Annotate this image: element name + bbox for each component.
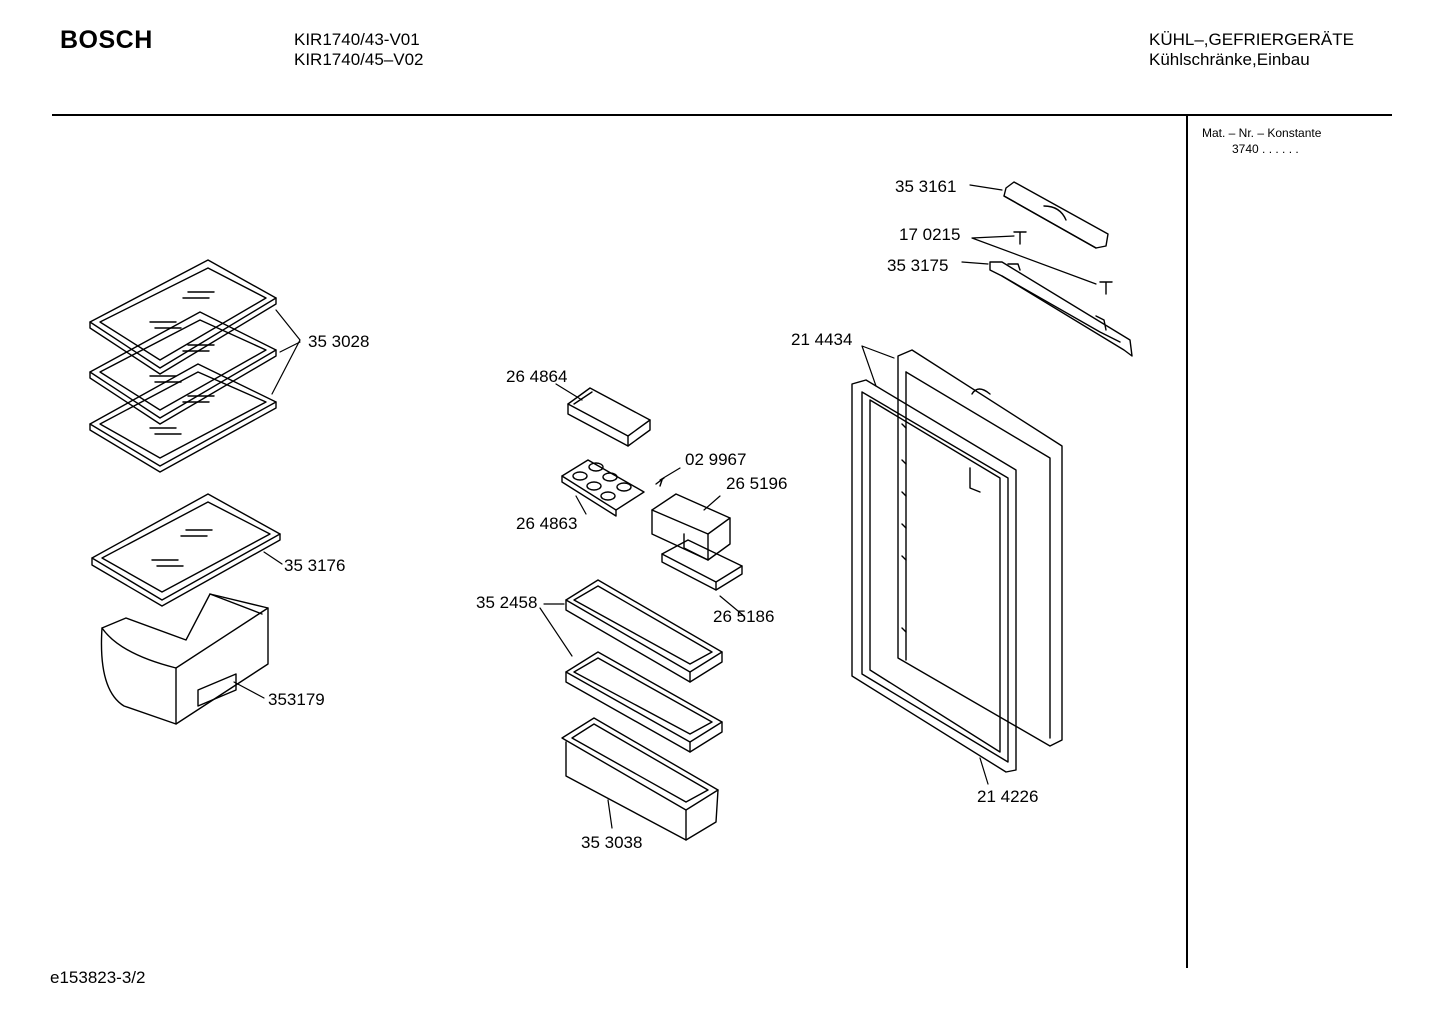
hinge-bracket [989,261,1133,357]
document-id: e153823-3/2 [50,968,146,987]
crisper-cover-shelf [91,493,281,607]
door-gasket [851,379,1017,773]
door-inner-panel [897,349,1063,747]
glass-shelf [89,363,277,473]
part-label-353028: 35 3028 [308,332,370,351]
model-numbers: KIR1740/43-V01 KIR1740/45–V02 [294,30,424,70]
egg-tray [561,459,645,517]
model-number: KIR1740/45–V02 [294,50,424,69]
butter-box [651,493,731,561]
part-label-029967: 02 9967 [685,450,747,469]
konstante-label: Mat. – Nr. – Konstante [1202,126,1322,140]
door-shelf [565,579,723,683]
glass-shelf [89,311,277,425]
part-label-352458: 35 2458 [476,593,538,612]
part-label-353038: 35 3038 [581,833,643,852]
part-label-353161: 35 3161 [895,177,957,196]
butter-tray [661,539,743,591]
door-shelf [565,651,723,753]
part-label-170215: 17 0215 [899,225,961,244]
part-label-214434: 21 4434 [791,330,853,349]
category-line: Kühlschränke,Einbau [1149,50,1310,69]
model-number: KIR1740/43-V01 [294,30,420,49]
part-label-264864: 26 4864 [506,367,568,386]
sidebar-divider [1186,116,1188,968]
part-label-353179: 353179 [268,690,325,709]
dairy-compartment [567,387,651,447]
screw [1013,231,1113,295]
category-line: KÜHL–,GEFRIERGERÄTE [1149,30,1354,49]
leader-lines [233,184,1097,829]
part-label-265196: 26 5196 [726,474,788,493]
screw [655,477,665,487]
konstante-value: 3740 . . . . . . [1232,142,1299,156]
part-label-265186: 26 5186 [713,607,775,626]
part-label-214226: 21 4226 [977,787,1039,806]
vegetable-drawer [100,593,269,725]
part-label-353175: 35 3175 [887,256,949,275]
brand-logo: BOSCH [60,26,153,54]
header-divider [52,114,1392,116]
hinge-cover [1003,181,1109,249]
part-label-353176: 35 3176 [284,556,346,575]
bottle-shelf [561,717,719,841]
category: KÜHL–,GEFRIERGERÄTE Kühlschränke,Einbau [1149,30,1354,70]
part-label-264863: 26 4863 [516,514,578,533]
